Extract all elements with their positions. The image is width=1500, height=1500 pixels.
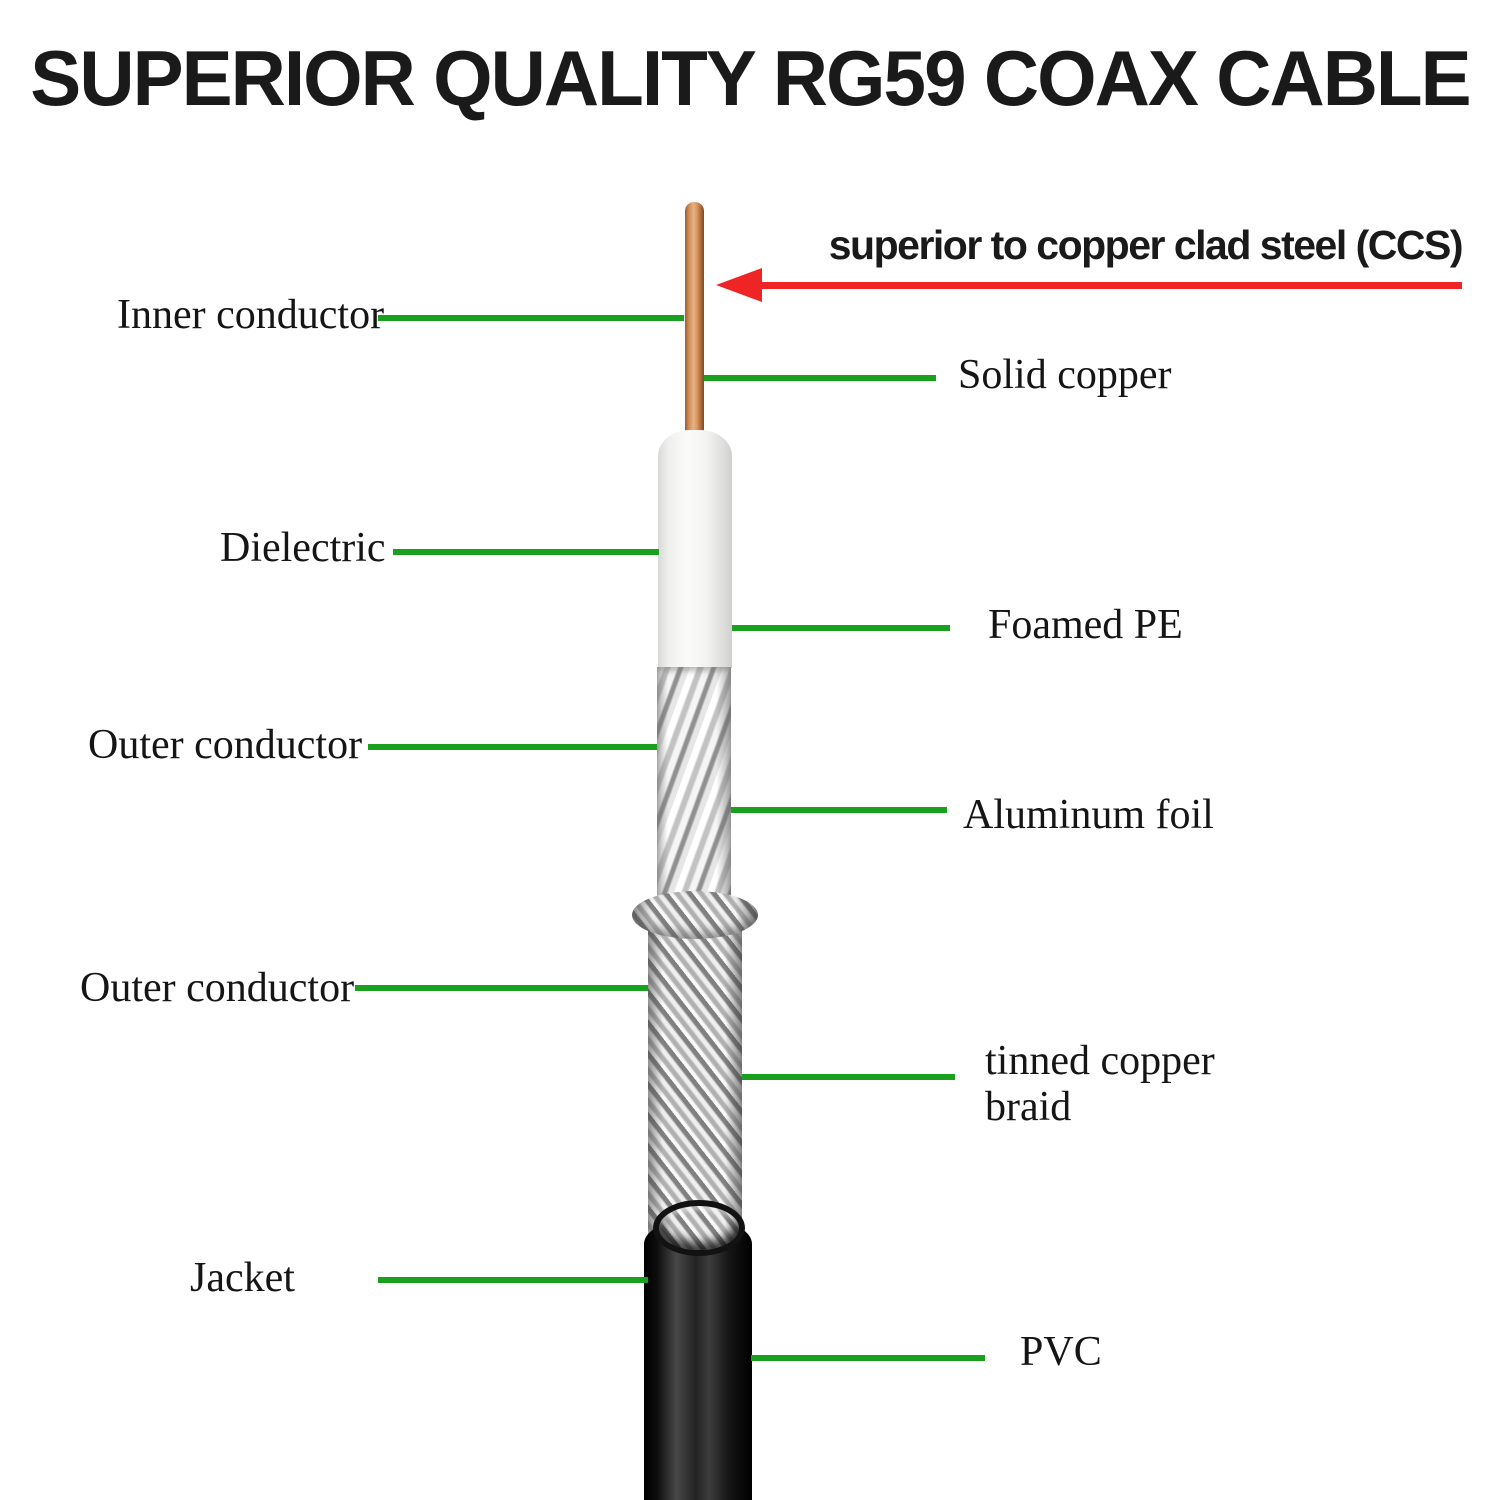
tinned-copper-braid-section [632, 891, 758, 1235]
page-title: SUPERIOR QUALITY RG59 COAX CABLE [30, 34, 1471, 122]
pvc-jacket-section [644, 1218, 752, 1500]
label-jacket: Jacket [190, 1255, 295, 1301]
braid-flare [632, 891, 758, 939]
label-tinned-copper-braid: tinned copper braid [985, 1038, 1215, 1130]
leader-line-outer-conductor-braid [355, 985, 648, 991]
label-inner-conductor: Inner conductor [117, 292, 385, 338]
label-outer-conductor-braid: Outer conductor [80, 965, 355, 1011]
label-dielectric: Dielectric [220, 525, 386, 571]
label-foamed-pe: Foamed PE [988, 602, 1183, 648]
ccs-callout-text: superior to copper clad steel (CCS) [828, 222, 1464, 268]
label-solid-copper: Solid copper [958, 352, 1172, 398]
leader-line-inner-conductor [378, 315, 684, 321]
leader-line-jacket [378, 1277, 648, 1283]
ccs-arrow-left-icon [716, 268, 762, 302]
leader-line-aluminum-foil [731, 807, 947, 813]
leader-line-pvc [751, 1355, 985, 1361]
label-aluminum-foil: Aluminum foil [963, 792, 1214, 838]
leader-line-dielectric [393, 549, 659, 555]
leader-line-solid-copper [704, 375, 936, 381]
leader-line-tinned-copper-braid [742, 1074, 955, 1080]
inner-conductor-rod [685, 202, 704, 444]
ccs-arrow-shaft [756, 282, 1462, 289]
jacket-opening [659, 1206, 739, 1250]
label-outer-conductor-foil: Outer conductor [88, 722, 363, 768]
aluminum-foil-section [657, 667, 731, 903]
dielectric-rod [658, 430, 732, 668]
leader-line-outer-conductor-foil [368, 744, 657, 750]
leader-line-foamed-pe [732, 625, 950, 631]
label-pvc: PVC [1020, 1329, 1102, 1375]
